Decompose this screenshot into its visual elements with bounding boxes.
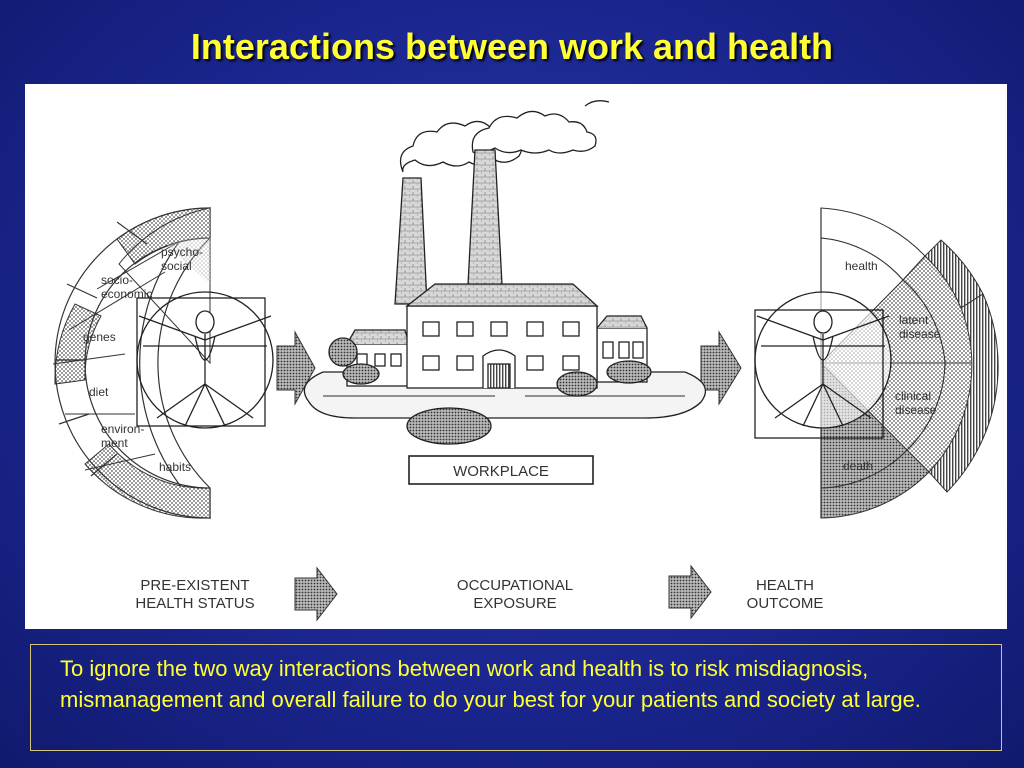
segment-label-death: death [843,459,873,473]
caption-text: To ignore the two way interactions betwe… [60,653,980,715]
segment-label-diet: diet [89,385,109,399]
factory-illustration [304,101,705,444]
work-health-diagram: psycho-social socio-economic genes diet … [25,84,1007,629]
workplace-label-box: WORKPLACE [409,456,593,484]
segment-label-socio-economic: socio-economic [101,273,152,301]
segment-label-habits: habits [159,460,191,474]
caption-box: To ignore the two way interactions betwe… [30,644,1002,751]
segment-label-genes: genes [83,330,116,344]
segment-label-health: health [845,259,878,273]
workplace-label: WORKPLACE [453,463,549,480]
slide-title: Interactions between work and health [0,26,1024,68]
segment-label-environment: environ-ment [101,422,144,450]
